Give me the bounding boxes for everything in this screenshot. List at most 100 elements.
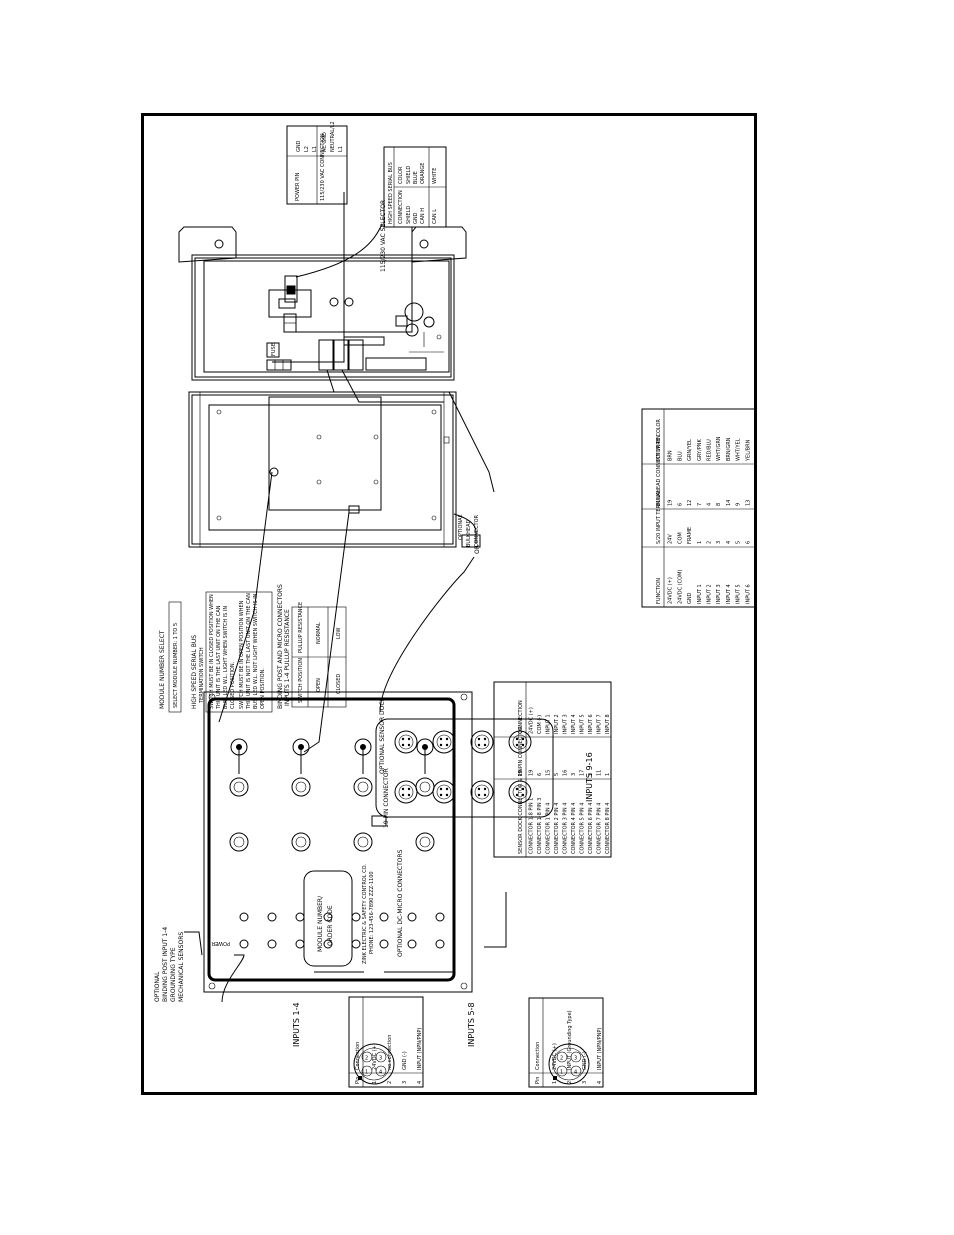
dock-connector-pin bbox=[445, 737, 449, 741]
pin-table-5-8-cell: 4 bbox=[417, 1081, 423, 1084]
sensor-dock-table-cell: INPUT 5 bbox=[580, 714, 586, 734]
sensor-dock-table-cell: 17 bbox=[580, 770, 586, 776]
serial-bus-table-cell: BLUE bbox=[413, 171, 419, 184]
micro-connector[interactable] bbox=[415, 832, 435, 852]
module-select-block: MODULE NUMBER SELECT SELECT MODULE NUMBE… bbox=[159, 584, 347, 713]
micro-connector[interactable] bbox=[415, 777, 435, 797]
dock-connector[interactable] bbox=[470, 780, 494, 804]
dock-connector[interactable] bbox=[508, 780, 532, 804]
dock-connector-pin bbox=[521, 737, 525, 741]
optional-dc-micro-label: OPTIONAL DC-MICRO CONNECTORS bbox=[397, 849, 404, 957]
micro-5-8-pin-number: 2 bbox=[365, 1056, 368, 1062]
status-led bbox=[239, 912, 249, 922]
sensor-dock-table-cell: INPUT 6 bbox=[588, 714, 594, 734]
bulkhead-table-cell: 4 bbox=[726, 541, 732, 544]
vac-selector-arrow bbox=[295, 223, 383, 278]
micro-connector[interactable] bbox=[291, 777, 311, 797]
optional-sensor-dock-label: OPTIONAL SENSOR DOCK bbox=[379, 696, 386, 774]
dock-connector-inner bbox=[398, 784, 414, 800]
bulkhead-table-cell: INPUT 5 bbox=[736, 584, 742, 604]
dock-connector-pin bbox=[439, 743, 443, 747]
micro-5-8-pin bbox=[375, 1065, 387, 1077]
dock-connector-pin bbox=[477, 793, 481, 797]
rotated-drawing: MODULE NUMBER SELECT SELECT MODULE NUMBE… bbox=[144, 116, 754, 1092]
vac-selector-switch[interactable] bbox=[284, 275, 298, 303]
bulkhead-table-cell: BRN bbox=[668, 450, 674, 461]
bulkhead-label-line: BULKHEAD bbox=[466, 520, 472, 547]
bulkhead-table-cell: 24VDC (COM) bbox=[677, 570, 683, 604]
bulkhead-table-cell: 14 bbox=[726, 500, 732, 506]
micro-connector[interactable] bbox=[229, 777, 249, 797]
bulkhead-table-cell: GRY/PNK bbox=[697, 438, 703, 461]
pullup-cell: LOW bbox=[336, 627, 342, 639]
dock-connector[interactable] bbox=[432, 780, 456, 804]
bulkhead-table-cell: INPUT 1 bbox=[697, 584, 703, 604]
dock-connector[interactable] bbox=[394, 730, 418, 754]
dock-connector-pin bbox=[439, 793, 443, 797]
micro-connector[interactable] bbox=[229, 832, 249, 852]
serial-bus-table: HIGH SPEED SERIAL BUS CONNECTION COLOR S… bbox=[383, 146, 447, 228]
bulkhead-table-cell: 24VDC (+) bbox=[668, 577, 674, 604]
input-terminal-block[interactable] bbox=[318, 339, 334, 371]
module-select-box bbox=[168, 601, 182, 713]
serial-bus-note: THIS UNIT IS THE LAST UNIT ON THE CAN bbox=[216, 605, 222, 710]
serial-bus-note: SWITCH MUST BE IN OPEN POSITION WHEN bbox=[239, 600, 245, 709]
pin-table-5-8-cell: INPUT (NPN/PNP) bbox=[417, 1028, 423, 1070]
pin-table-5-8-header: Connection bbox=[355, 1042, 361, 1070]
dock-connector-pin bbox=[521, 743, 525, 747]
bulkhead-connector-body bbox=[461, 534, 481, 548]
status-led bbox=[351, 939, 361, 949]
micro-1-4-pin bbox=[556, 1065, 568, 1077]
inputs-1-4-label: INPUTS 1-4 bbox=[292, 1002, 301, 1047]
micro-5-8-inner bbox=[357, 1047, 391, 1081]
status-led bbox=[267, 939, 277, 949]
dock-connector-pin bbox=[445, 787, 449, 791]
pin-table-1-4-cell: 2 bbox=[567, 1081, 573, 1084]
binding-posts bbox=[229, 738, 435, 852]
power-terminal[interactable] bbox=[266, 359, 292, 371]
switch-callout-line bbox=[303, 511, 350, 753]
binding-post-label: GROUNDING TYPE bbox=[170, 947, 177, 1002]
bulkhead-table-cell: 13 bbox=[745, 500, 751, 506]
dock-connector-inner bbox=[436, 734, 452, 750]
sensor-dock-table-cell: INPUT 4 bbox=[571, 714, 577, 734]
micro-connector[interactable] bbox=[353, 832, 373, 852]
dock-connector[interactable] bbox=[470, 730, 494, 754]
sensor-dock-table-cell: INPUT 3 bbox=[563, 714, 569, 734]
sensor-dock-table-cell: 24VDC (+) bbox=[529, 707, 535, 734]
sensor-dock-table-cell: 3 bbox=[571, 773, 577, 776]
dock-connector[interactable] bbox=[432, 730, 456, 754]
serial-bus-table-header: COLOR bbox=[398, 166, 404, 184]
inputs-9-16-label: INPUTS 9-16 bbox=[585, 752, 594, 802]
micro-connector[interactable] bbox=[353, 777, 373, 797]
dock-connector-pin bbox=[401, 737, 405, 741]
micro-connector[interactable] bbox=[291, 832, 311, 852]
bulkhead-table-cell: RED/BLU bbox=[707, 439, 713, 461]
module-number-label: MODULE NUMBER/ bbox=[317, 895, 324, 952]
serial-bus-note: SWITCH MUST BE IN CLOSED POSITION WHEN bbox=[209, 594, 215, 709]
vac-selector-callout: 115/230 VAC SELECTOR bbox=[295, 200, 387, 278]
dock-connector[interactable] bbox=[394, 780, 418, 804]
dock-connector-pin bbox=[483, 743, 487, 747]
sensor-dock-table-cell: 6 bbox=[537, 773, 543, 776]
sensor-dock-table-cell: CONNECTOR 8 PIN 4 bbox=[605, 803, 611, 854]
phone-line: PHONE: 123-456-7890 ZZZ-1100 bbox=[369, 871, 375, 954]
circuit-board bbox=[203, 260, 450, 373]
sensor-dock-table-header: CONNECTION bbox=[518, 700, 524, 734]
bulkhead-table-cell: 5 bbox=[736, 541, 742, 544]
pin-table-1-4-cell: 3 bbox=[582, 1081, 588, 1084]
bulkhead-table-header: FUNCTION bbox=[656, 578, 662, 604]
micro-1-4-pin-number: 1 bbox=[560, 1070, 563, 1076]
sensor-dock-table-header: SENSOR DOCK CONNECTOR & PIN bbox=[518, 768, 524, 854]
bulkhead-table-cell: 1 bbox=[697, 541, 703, 544]
sensor-dock-table-cell: CONNECTOR 3 PIN 4 bbox=[563, 803, 569, 854]
termination-switch[interactable] bbox=[348, 505, 360, 514]
sensor-dock-table-cell: CONNECTOR 4 PIN 4 bbox=[571, 803, 577, 854]
dock-connector[interactable] bbox=[508, 730, 532, 754]
serial-bus-table-cell: ORANGE bbox=[420, 163, 426, 184]
sensor-dock-table-cell: 1 bbox=[605, 773, 611, 776]
micro-connector-inner bbox=[295, 781, 307, 793]
dock-to-lid-line bbox=[453, 513, 477, 544]
module-number-dial-icon[interactable] bbox=[269, 467, 279, 477]
